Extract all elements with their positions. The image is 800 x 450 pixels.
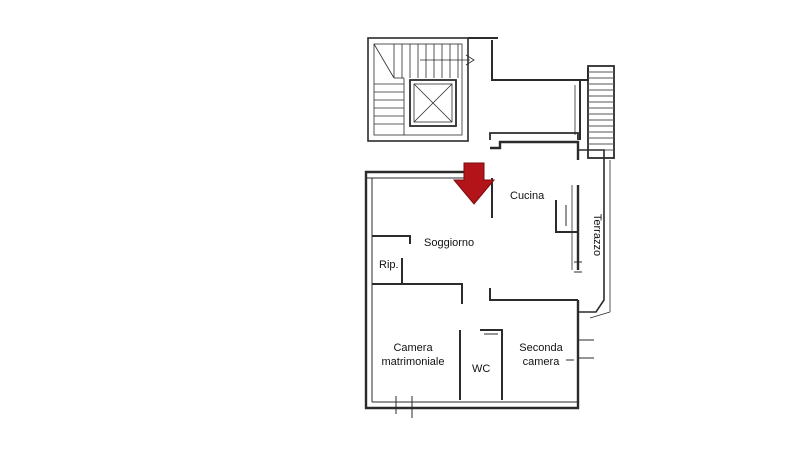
- elevator-shaft-icon: [409, 79, 457, 127]
- room-label-seconda-camera-line1: Seconda: [519, 342, 563, 354]
- room-label-wc: WC: [472, 363, 491, 375]
- staircase-icon: [367, 37, 475, 142]
- room-label-cucina: Cucina: [510, 190, 545, 202]
- room-label-soggiorno: Soggiorno: [424, 237, 475, 249]
- entrance-arrow-icon: [452, 162, 496, 205]
- room-label-ripostiglio: Rip.: [379, 259, 399, 271]
- apartment-outer-walls: [364, 140, 580, 410]
- room-label-camera-matrimoniale: Camera matrimoniale: [378, 341, 448, 369]
- terrazzo-outline: [578, 149, 611, 319]
- room-label-seconda-camera: Seconda camera: [514, 341, 568, 369]
- interior-walls: [372, 178, 594, 418]
- terrace-hatch: [587, 65, 615, 159]
- corridor-walls: [468, 37, 589, 140]
- room-label-camera-matrimoniale-line2: matrimoniale: [381, 356, 445, 368]
- room-label-camera-matrimoniale-line1: Camera: [393, 342, 433, 354]
- room-label-terrazzo: Terrazzo: [591, 213, 603, 257]
- room-label-seconda-camera-line2: camera: [522, 356, 560, 368]
